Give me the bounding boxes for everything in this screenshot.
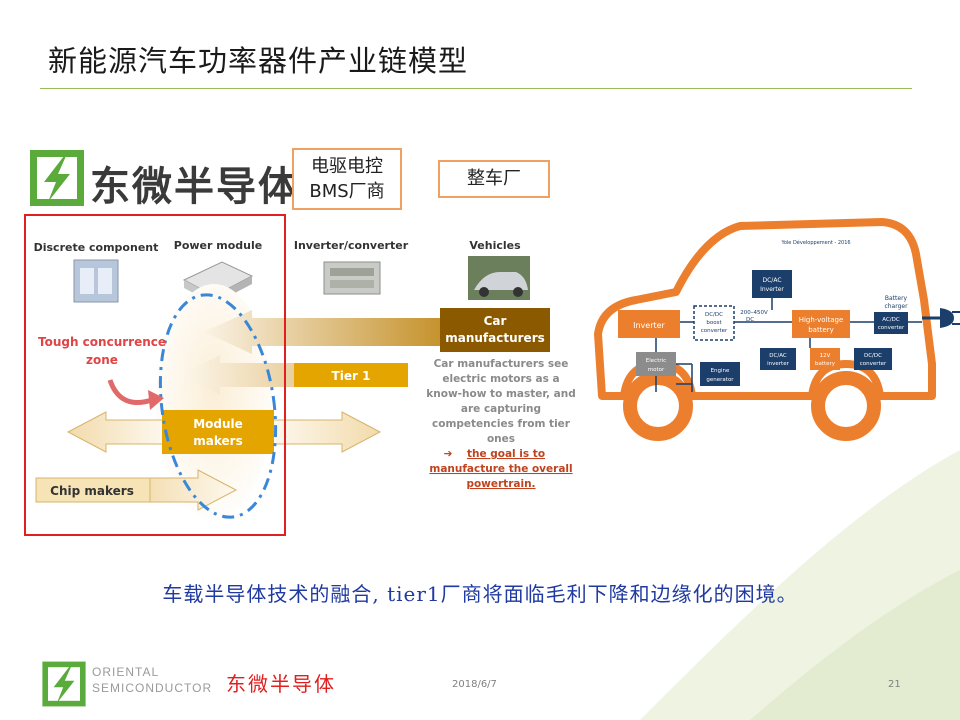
source-credit: Yole Développement - 2016 <box>780 239 850 246</box>
chip-makers-box <box>35 477 151 503</box>
note-line: know-how to master, and <box>426 388 575 400</box>
voltage-label: DC <box>746 317 754 323</box>
lightning-bolt-icon <box>30 150 84 206</box>
module-makers-line-1: Module <box>193 417 243 431</box>
engine-generator-line: generator <box>706 377 734 383</box>
dcac-top-line: DC/AC <box>762 277 781 284</box>
12v-battery-box <box>810 348 840 370</box>
dcdc-boost-line: DC/DC <box>705 312 723 318</box>
goal-line: powertrain. <box>466 478 535 490</box>
car-manufacturers-box <box>440 308 550 352</box>
hv-battery-line: High-voltage <box>799 316 844 324</box>
curved-red-arrow <box>107 379 153 405</box>
tough-zone-line-2: zone <box>86 353 118 367</box>
tier1-box <box>294 363 408 387</box>
goal-arrow-icon: ➔ <box>444 448 453 460</box>
hv-battery-line: battery <box>808 326 834 334</box>
motor-bms-label-box: 电驱电控 BMS厂商 <box>292 148 402 210</box>
motor-bms-line-1: 电驱电控 <box>311 156 383 177</box>
logo-brand-text: 东微半导体 <box>90 164 300 210</box>
chip-makers-label: Chip makers <box>50 484 134 498</box>
header-vehicles: Vehicles <box>469 239 521 252</box>
dcdc-boost-box <box>693 305 735 341</box>
tier1-arrow <box>180 355 296 395</box>
dcdc-converter-bottom-box <box>854 348 892 370</box>
car-manufacturers-line-2: manufacturers <box>445 331 545 345</box>
header-discrete-component: Discrete component <box>34 241 159 254</box>
footer-date: 2018/6/7 <box>452 679 497 690</box>
module-zone-outline <box>158 293 278 519</box>
curved-red-arrow-head <box>148 390 164 410</box>
12v-line: battery <box>815 361 836 367</box>
dcac-bottom-line: DC/AC <box>769 353 787 359</box>
header-inverter-converter: Inverter/converter <box>294 239 409 252</box>
slide-caption: 车载半导体技术的融合, tier1厂商将面临毛利下降和边缘化的困境。 <box>162 582 798 606</box>
ev-powertrain-diagram: Yole Développement - 2016 Inverter DC/DC… <box>594 218 960 441</box>
footer-logo-text: ORIENTAL SEMICONDUCTOR <box>92 664 222 696</box>
acdc-line: converter <box>878 325 905 331</box>
dcac-inverter-bottom-box <box>760 348 796 370</box>
inverter-box <box>618 310 680 338</box>
high-voltage-battery-box <box>792 310 850 338</box>
acdc-converter-box <box>874 312 908 334</box>
electric-motor-box <box>636 352 676 376</box>
car-manufacturers-line-1: Car <box>484 314 507 328</box>
front-wheel <box>811 371 881 441</box>
charging-plug-icon <box>922 308 960 328</box>
footer-logo-line-1: ORIENTAL <box>92 665 160 679</box>
note-line: Car manufacturers see <box>434 358 569 370</box>
vehicle-image <box>468 256 530 300</box>
oem-label-box: 整车厂 <box>438 160 550 198</box>
dcdc-boost-line: converter <box>701 328 728 334</box>
company-logo: 东微半导体 <box>28 148 298 210</box>
note-line: are capturing <box>461 403 541 415</box>
module-makers-box <box>162 410 274 454</box>
dcac-bottom-line: inverter <box>767 361 789 367</box>
tier1-label: Tier 1 <box>332 369 371 383</box>
goal-note: ➔ the goal is to manufacture the overall… <box>429 448 572 490</box>
page-title: 新能源汽车功率器件产业链模型 <box>48 44 469 78</box>
dcac-top-line: Inverter <box>760 286 784 293</box>
value-chain-diagram: Discrete component Power module Inverter… <box>34 239 576 520</box>
footer-logo-line-2: SEMICONDUCTOR <box>92 681 213 695</box>
inverter-converter-image <box>323 261 381 295</box>
car-manufacturers-arrow <box>204 310 442 354</box>
note-line: electric motors as a <box>442 373 559 385</box>
rear-wheel <box>623 371 693 441</box>
goal-line: the goal is to <box>467 448 545 460</box>
footer-brand: 东微半导体 <box>226 672 336 696</box>
inverter-label: Inverter <box>633 321 665 330</box>
engine-generator-box <box>700 362 740 386</box>
goal-line: manufacture the overall <box>429 463 572 475</box>
voltage-label: 200–450V <box>740 310 768 316</box>
footer-logo-icon <box>42 661 86 707</box>
battery-charger-label: Battery <box>885 295 908 302</box>
12v-line: 12V <box>820 353 831 359</box>
discrete-component-image <box>73 259 119 303</box>
motor-bms-line-2: BMS厂商 <box>309 181 385 202</box>
page-number: 21 <box>888 679 901 690</box>
dcdc-bottom-line: converter <box>860 361 887 367</box>
highlight-frame <box>24 214 286 536</box>
engine-generator-line: Engine <box>711 368 730 374</box>
title-divider <box>40 88 912 89</box>
dcdc-bottom-line: DC/DC <box>864 353 882 359</box>
header-power-module: Power module <box>174 239 262 252</box>
note-line: ones <box>487 433 515 445</box>
module-makers-line-2: makers <box>193 434 242 448</box>
background-decoration <box>640 450 960 720</box>
module-makers-right-arrow <box>271 411 382 453</box>
acdc-line: AC/DC <box>882 317 900 323</box>
electric-motor-line: motor <box>648 367 665 373</box>
battery-charger-label: charger <box>884 303 908 310</box>
car-manufacturers-note: Car manufacturers see electric motors as… <box>426 358 575 445</box>
connection-lines <box>655 298 922 392</box>
note-line: competencies from tier <box>432 418 571 430</box>
tough-zone-line-1: Tough concurrence <box>38 335 166 349</box>
dcdc-boost-line: boost <box>706 320 722 326</box>
electric-motor-line: Electric <box>646 358 666 364</box>
dcac-inverter-top-box <box>752 270 792 298</box>
